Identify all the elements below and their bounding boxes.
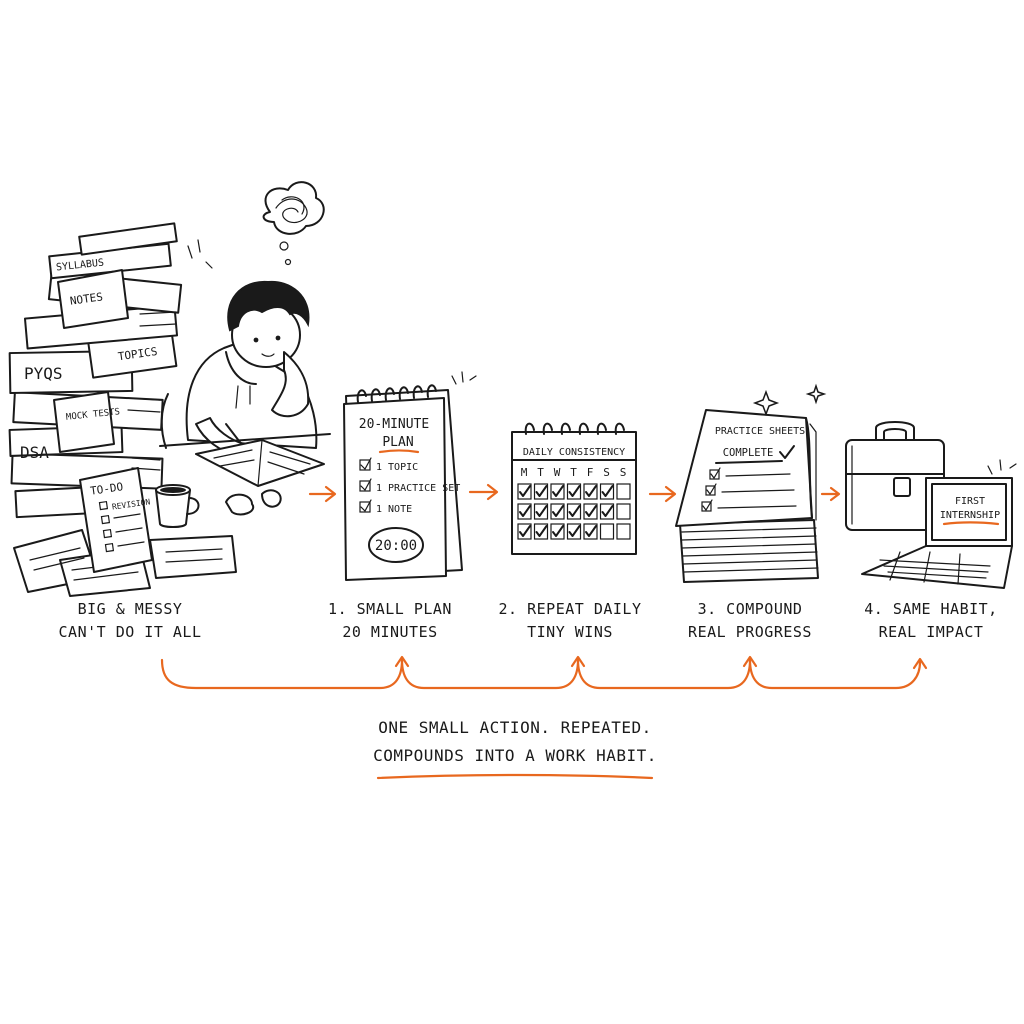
step-0-line2: CAN'T DO IT ALL	[58, 623, 202, 641]
book-label-dsa: DSA	[20, 443, 49, 462]
calendar-day-5: S	[603, 466, 610, 479]
calendar-cell	[517, 503, 532, 520]
calendar-grid	[517, 483, 631, 540]
tagline-line1: ONE SMALL ACTION. REPEATED.	[378, 718, 652, 737]
check-icon	[601, 505, 614, 517]
book-label-topics: TOPICS	[117, 345, 158, 363]
calendar-cell	[599, 523, 615, 540]
step-4-line2: REAL IMPACT	[878, 623, 984, 641]
coffee-mug-icon	[155, 484, 200, 528]
step-4-line1: 4. SAME HABIT,	[864, 600, 998, 618]
orange-arrow-icon	[308, 483, 841, 503]
step-1-label: 1. SMALL PLAN 20 MINUTES	[310, 598, 470, 644]
student-icon	[159, 280, 331, 516]
check-icon	[535, 485, 548, 497]
step-2-line2: TINY WINS	[527, 623, 613, 641]
calendar-day-4: F	[587, 466, 594, 479]
check-icon	[568, 505, 581, 517]
calendar-cell	[583, 483, 598, 500]
practice-sheets-icon: PRACTICE SHEETS COMPLETE	[675, 383, 827, 583]
calendar-cell	[566, 523, 582, 540]
calendar-cell	[583, 503, 598, 520]
step-1-line2: 20 MINUTES	[342, 623, 438, 641]
calendar-cell	[616, 523, 631, 540]
calendar-day-6: S	[620, 466, 627, 479]
calendar-cell	[566, 483, 582, 500]
thought-scribble-icon	[187, 181, 325, 269]
progress-curve	[160, 655, 928, 690]
calendar-title: DAILY CONSISTENCY	[523, 447, 625, 458]
calendar-day-2: W	[554, 466, 561, 479]
check-icon	[585, 525, 597, 537]
check-icon	[552, 525, 564, 537]
check-icon	[601, 485, 614, 497]
calendar-cell	[566, 503, 582, 520]
calendar-cell	[533, 523, 549, 540]
book-label-notes: NOTES	[69, 290, 104, 307]
check-icon	[568, 525, 581, 537]
step-3-line1: 3. COMPOUND	[697, 600, 803, 618]
calendar-cell	[550, 523, 565, 540]
step-4-label: 4. SAME HABIT, REAL IMPACT	[846, 598, 1016, 644]
check-icon	[552, 485, 564, 497]
calendar-cell	[599, 483, 615, 500]
plan-title-line1: 20-MINUTE	[359, 417, 429, 432]
step-3-line2: REAL PROGRESS	[688, 623, 812, 641]
calendar-pad-icon: 20-MINUTE PLAN 1 TOPIC 1 PRACTICE SET 1 …	[343, 371, 477, 581]
calendar-cell	[599, 503, 615, 520]
calendar-cell	[616, 483, 631, 500]
check-icon	[585, 505, 597, 517]
calendar-cell	[550, 503, 565, 520]
plan-item-1: 1 TOPIC	[376, 462, 418, 473]
plan-item-3: 1 NOTE	[376, 504, 412, 515]
check-icon	[552, 505, 564, 517]
check-icon	[585, 485, 597, 497]
check-icon	[535, 505, 548, 517]
messy-books-icon: SYLLABUS NOTES TOPICS PYQS MOCK TESTS DS…	[8, 222, 237, 597]
sheets-title: PRACTICE SHEETS	[715, 426, 805, 437]
calendar-cell	[616, 503, 631, 520]
plan-title-line2: PLAN	[382, 435, 413, 450]
tagline-underline	[376, 773, 654, 780]
check-icon	[535, 525, 548, 537]
step-2-label: 2. REPEAT DAILY TINY WINS	[490, 598, 650, 644]
calendar-day-0: M	[521, 466, 528, 479]
check-icon	[519, 525, 531, 537]
laptop-screen-line1: FIRST	[955, 496, 985, 507]
step-0-label: BIG & MESSY CAN'T DO IT ALL	[40, 598, 220, 644]
laptop-screen-line2: INTERNSHIP	[940, 510, 1000, 521]
calendar-cell	[583, 523, 598, 540]
calendar-cell	[550, 483, 565, 500]
tagline-line2: COMPOUNDS INTO A WORK HABIT.	[373, 746, 657, 765]
calendar-cell	[517, 483, 532, 500]
step-0-line1: BIG & MESSY	[77, 600, 183, 618]
calendar-cell	[533, 503, 549, 520]
plan-timer: 20:00	[375, 538, 417, 554]
calendar-cell	[533, 483, 549, 500]
step-3-label: 3. COMPOUND REAL PROGRESS	[670, 598, 830, 644]
check-icon	[519, 505, 531, 517]
sheets-subtitle: COMPLETE	[723, 447, 774, 459]
calendar-day-1: T	[537, 466, 544, 479]
calendar-cell	[517, 523, 532, 540]
step-2-line1: 2. REPEAT DAILY	[498, 600, 642, 618]
check-icon	[568, 485, 581, 497]
laptop-icon: FIRST INTERNSHIP	[861, 459, 1017, 589]
plan-item-2: 1 PRACTICE SET	[376, 483, 460, 494]
todo-title: TO-DO	[89, 480, 124, 497]
book-label-pyqs: PYQS	[24, 364, 63, 383]
tagline: ONE SMALL ACTION. REPEATED. COMPOUNDS IN…	[300, 714, 730, 770]
check-icon	[519, 485, 531, 497]
calendar-day-3: T	[570, 466, 577, 479]
book-label-syllabus: SYLLABUS	[56, 258, 105, 274]
step-1-line1: 1. SMALL PLAN	[328, 600, 452, 618]
briefcase-icon	[845, 421, 945, 531]
